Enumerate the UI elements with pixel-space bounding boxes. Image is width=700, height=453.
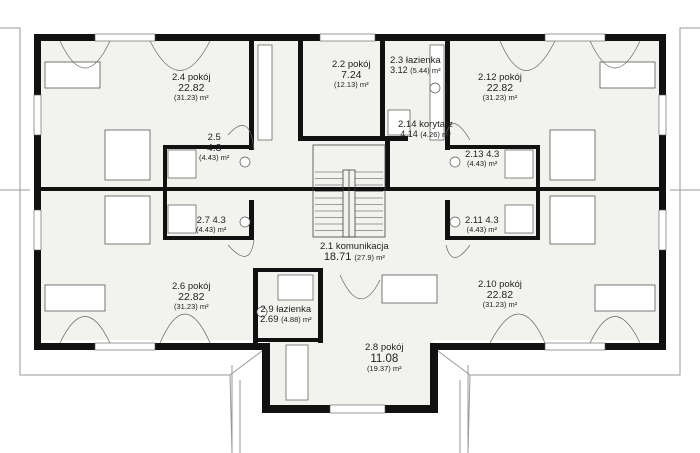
room-2-5-area: 4.3 (206, 141, 222, 154)
room-2-12-gross: (31.23) m² (482, 92, 518, 102)
room-2-9-label: 2.9 łazienka 2.69 (4.88) m² (260, 305, 312, 325)
interior-walls (40, 40, 660, 343)
room-2-12-label: 2.12 pokój 22.82 (31.23) m² (478, 73, 522, 102)
room-2-8-label: 2.8 pokój 11.08 (19.37) m² (365, 343, 404, 373)
room-2-6-gross: (31.23) m² (173, 301, 209, 311)
room-2-12-title: 2.12 pokój (478, 72, 522, 83)
room-2-10-area: 22.82 (486, 288, 514, 301)
room-2-2-title: 2.2 pokój (332, 59, 371, 70)
room-2-8-title: 2.8 pokój (365, 342, 404, 353)
room-2-4-gross: (31.23) m² (173, 92, 209, 102)
room-2-10-title: 2.10 pokój (478, 279, 522, 290)
staircase (312, 144, 386, 238)
room-2-7-title: 2.7 4.3 (196, 215, 226, 226)
room-2-13-gross: (4.43) m² (466, 158, 498, 168)
room-2-14-title: 2.14 korytarz (398, 119, 453, 130)
room-2-1-label: 2.1 komunikacja 18.71 (27.9) m² (320, 242, 389, 264)
room-2-2-gross: (12.13) m² (333, 79, 369, 89)
room-2-7-label: 2.7 4.3 (4.43) m² (196, 216, 226, 234)
room-2-14-area: 4.14 (400, 128, 418, 139)
room-2-4-title: 2.4 pokój (172, 72, 211, 83)
windows (33, 33, 667, 414)
room-2-13-label: 2.13 4.3 (4.43) m² (465, 150, 499, 168)
room-2-2-area: 7.24 (341, 68, 362, 81)
stair-treads (315, 171, 383, 231)
room-2-6-label: 2.6 pokój 22.82 (31.23) m² (172, 282, 211, 311)
room-2-10-gross: (31.23) m² (482, 299, 518, 309)
room-2-3-gross: (5.44) m² (410, 65, 441, 75)
room-2-11-title: 2.11 4.3 (465, 215, 499, 226)
door-swings (59, 40, 641, 344)
room-2-6-title: 2.6 pokój (172, 281, 211, 292)
room-2-4-label: 2.4 pokój 22.82 (31.23) m² (172, 73, 211, 102)
room-2-1-gross: (27.9) m² (354, 252, 385, 262)
beds (44, 61, 656, 312)
room-2-14-gross: (4.26) m² (420, 129, 451, 139)
room-2-8-area: 11.08 (370, 352, 399, 365)
room-2-11-gross: (4.43) m² (466, 224, 498, 234)
room-2-7-gross: (4.43) m² (196, 224, 227, 234)
room-2-5-gross: (4.43) m² (199, 152, 230, 162)
room-2-3-title: 2.3 łazienka (390, 55, 441, 66)
room-2-9-area: 2.69 (260, 313, 279, 325)
room-2-8-gross: (19.37) m² (366, 364, 402, 374)
room-2-2-label: 2.2 pokój 7.24 (12.13) m² (332, 60, 371, 89)
room-2-1-title: 2.1 komunikacja (320, 241, 389, 252)
room-2-4-area: 22.82 (178, 81, 205, 94)
room-2-9-title: 2.9 łazienka (260, 304, 312, 315)
room-2-6-area: 22.82 (178, 290, 205, 303)
room-2-5-label: 2.5 4.3 (4.43) m² (199, 133, 229, 162)
room-2-3-area: 3.12 (390, 64, 408, 75)
room-2-9-gross: (4.88) m² (281, 314, 312, 324)
bath-fixtures (167, 44, 534, 401)
room-2-12-area: 22.82 (486, 81, 514, 94)
room-2-10-label: 2.10 pokój 22.82 (31.23) m² (478, 280, 522, 309)
room-2-3-label: 2.3 łazienka 3.12 (5.44) m² (390, 56, 441, 75)
room-2-11-label: 2.11 4.3 (4.43) m² (465, 216, 499, 234)
room-2-13-title: 2.13 4.3 (465, 149, 500, 160)
room-2-14-label: 2.14 korytarz 4.14 (4.26) m² (398, 120, 453, 139)
room-2-5-title: 2.5 (207, 132, 221, 143)
room-2-1-area: 18.71 (323, 250, 352, 263)
